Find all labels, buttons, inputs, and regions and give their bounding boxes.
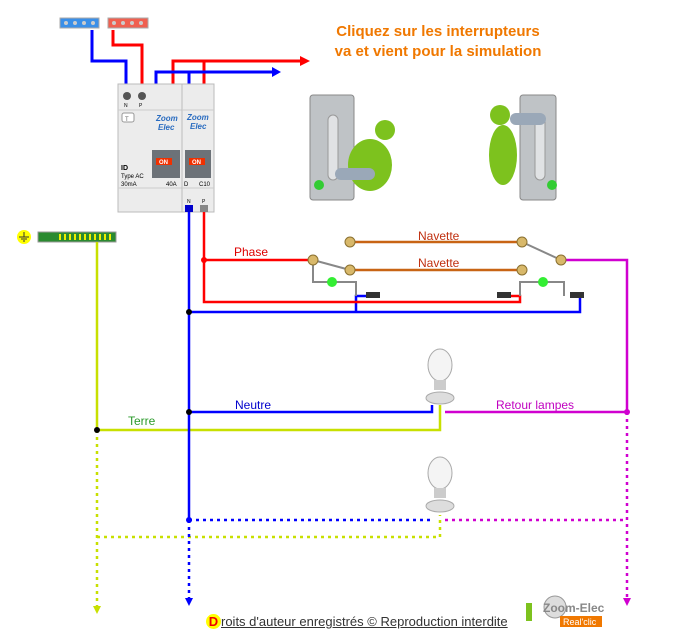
svg-text:Zoom: Zoom (155, 114, 178, 123)
earth-busbar (37, 231, 117, 243)
neutral-out-wire (154, 70, 272, 86)
svg-text:40A: 40A (166, 182, 177, 188)
phase-busbar (107, 17, 149, 29)
return-wire (561, 258, 629, 412)
differential-breaker[interactable]: N P T Zoom Elec ON ID Type AC 30mA 40A (117, 83, 183, 213)
phase-feed-wire (111, 30, 144, 86)
svg-text:P: P (202, 199, 206, 205)
title-line1: Cliquez sur les interrupteurs (336, 23, 540, 40)
retour-label: Retour lampes (496, 398, 574, 412)
svg-text:Real'clic: Real'clic (563, 617, 597, 627)
svg-text:N: N (187, 199, 191, 205)
svg-text:Type AC: Type AC (121, 174, 144, 180)
zoom-elec-logo: Zoom-Elec Real'clic (526, 595, 605, 627)
indicator-light (538, 277, 548, 287)
switch-1[interactable] (309, 94, 395, 201)
neutral-busbar (59, 17, 100, 29)
lamp-2 (425, 456, 455, 513)
copyright-text: roits d'auteur enregistrés © Reproductio… (221, 614, 508, 629)
svg-text:C10: C10 (199, 182, 211, 188)
instruction-title: Cliquez sur les interrupteurs va et vien… (318, 22, 558, 62)
switch-2[interactable] (489, 94, 557, 201)
phase-out-wire (171, 59, 300, 86)
svg-text:ID: ID (121, 165, 128, 172)
circuit-breaker[interactable]: Zoom Elec ON D C10 N P (181, 83, 215, 213)
navette-label-bottom: Navette (418, 256, 460, 270)
lamp-1 (425, 348, 455, 405)
switch2-blade[interactable] (521, 241, 562, 261)
earth-wire (95, 242, 442, 432)
title-line2: va et vient pour la simulation (334, 43, 542, 60)
indicator-light (327, 277, 337, 287)
arrow-icon (300, 56, 310, 66)
d-badge: D (206, 614, 221, 629)
svg-text:Elec: Elec (158, 123, 175, 132)
svg-text:N: N (124, 103, 128, 109)
terre-label: Terre (128, 414, 156, 428)
neutral-feed-wire (90, 30, 128, 86)
switch1-blade[interactable] (312, 259, 351, 271)
svg-text:Elec: Elec (190, 122, 207, 131)
svg-text:ON: ON (192, 160, 201, 166)
svg-text:T: T (125, 117, 129, 123)
svg-text:Zoom: Zoom (186, 113, 209, 122)
arrow-icon (272, 67, 281, 77)
svg-text:P: P (139, 103, 143, 109)
svg-text:D: D (184, 182, 189, 188)
neutre-label: Neutre (235, 398, 271, 412)
phase-label: Phase (234, 245, 268, 259)
phase-wire (202, 212, 522, 304)
svg-text:Zoom-Elec: Zoom-Elec (543, 601, 605, 615)
navette-label-top: Navette (418, 229, 460, 243)
svg-text:30mA: 30mA (121, 182, 137, 188)
svg-text:ON: ON (159, 160, 168, 166)
